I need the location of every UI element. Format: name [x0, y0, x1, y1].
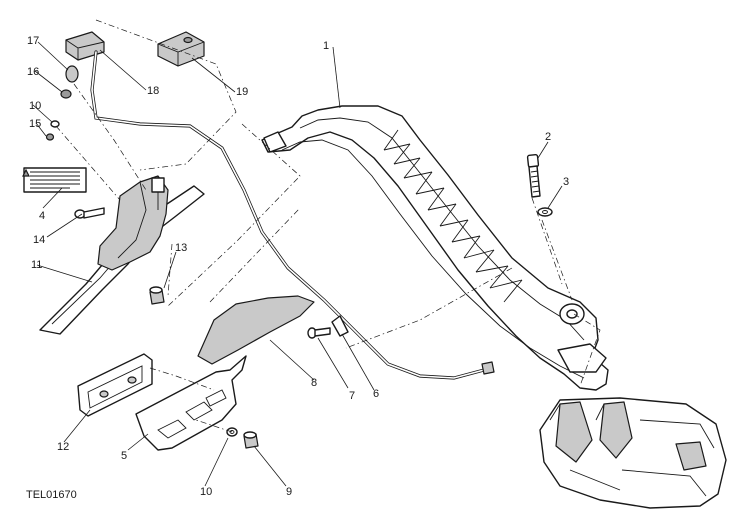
- part-18-connector: [65, 31, 105, 61]
- part-8-mudguard: [197, 295, 315, 365]
- part-12-reflector: [77, 353, 153, 417]
- callout-19: 19: [236, 86, 249, 98]
- part-17-bulb-holder: [65, 65, 79, 83]
- callout-4: 4: [39, 210, 46, 222]
- part-14-screw: [74, 207, 105, 219]
- wiring-harness: [90, 50, 495, 380]
- part-7-screw: [307, 327, 331, 339]
- part-5-plate-support: [135, 355, 247, 451]
- callout-10-upper: 10: [29, 100, 42, 112]
- part-16-grommet: [60, 89, 72, 99]
- part-19-cover: [157, 31, 205, 67]
- part-3-washer: [537, 207, 553, 217]
- callout-11: 11: [31, 259, 43, 271]
- assembly-lines: [55, 19, 601, 433]
- part-15-screw: [45, 133, 55, 141]
- callout-6: 6: [373, 388, 380, 400]
- part-13-fastener: [149, 286, 165, 305]
- callout-1: 1: [323, 40, 330, 52]
- leader-lines: [32, 41, 563, 487]
- part-2-screw: [526, 154, 541, 198]
- callout-2: 2: [545, 131, 552, 143]
- part-4-warning-label: [22, 167, 87, 193]
- callout-17: 17: [27, 35, 40, 47]
- callout-18: 18: [147, 85, 160, 97]
- callout-13: 13: [175, 242, 188, 254]
- callout-12: 12: [57, 441, 70, 453]
- callout-16: 16: [27, 66, 40, 78]
- callout-7: 7: [349, 390, 356, 402]
- callout-8: 8: [311, 377, 318, 389]
- callout-5: 5: [121, 450, 128, 462]
- callout-9: 9: [286, 486, 293, 498]
- part-10-washer-upper: [50, 120, 60, 128]
- part-6-cable-clip: [331, 315, 349, 337]
- frame-reference-inset: [539, 397, 727, 509]
- drawing-code: TEL01670: [26, 489, 77, 501]
- part-9-spacer: [243, 431, 259, 449]
- part-11-plate-bracket: [39, 175, 205, 335]
- callout-10-lower: 10: [200, 486, 213, 498]
- callout-3: 3: [563, 176, 570, 188]
- callout-14: 14: [33, 234, 46, 246]
- callout-15: 15: [29, 118, 42, 130]
- part-1-support-arm: [261, 105, 609, 391]
